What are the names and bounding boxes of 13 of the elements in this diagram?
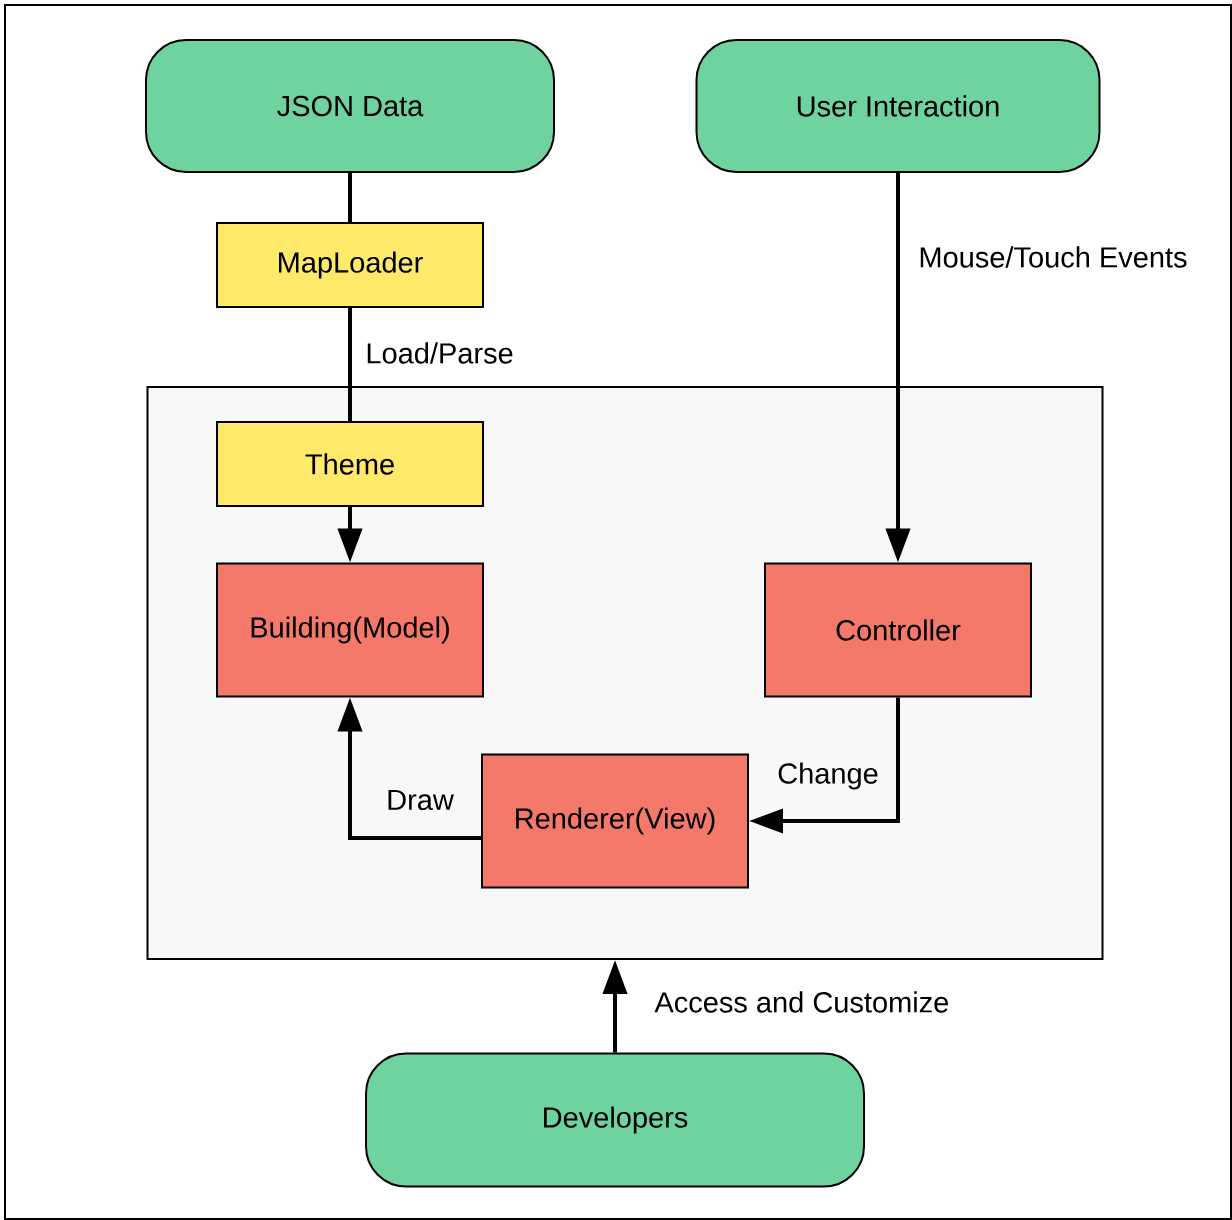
edge-label: Load/Parse: [367, 342, 513, 364]
edge-label: Access and Customize: [654, 991, 948, 1013]
edge-label: Change: [778, 762, 878, 790]
component-box: Building(Model): [216, 562, 484, 698]
edge-label: Mouse/Touch Events: [920, 246, 1187, 268]
component-box: Renderer(View): [481, 753, 749, 889]
rounded-box: JSON Data: [145, 39, 555, 173]
rounded-box: Developers: [365, 1052, 865, 1188]
rounded-box: User Interaction: [695, 39, 1101, 173]
component-box: Controller: [764, 562, 1032, 698]
process-box: MapLoader: [216, 222, 484, 308]
edge-label: Draw: [388, 789, 454, 811]
process-box: Theme: [216, 421, 484, 507]
